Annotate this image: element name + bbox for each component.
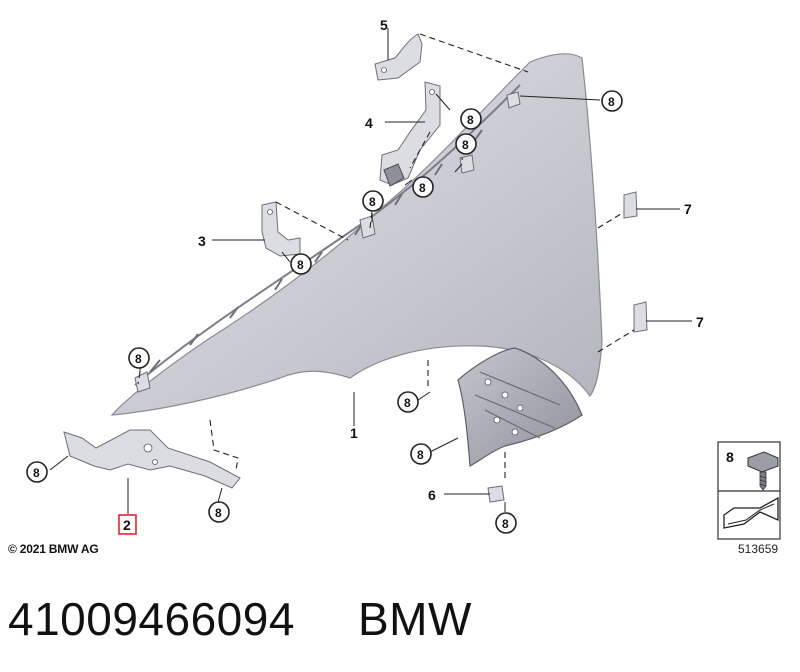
footer-part-number: 41009466094 (8, 593, 295, 645)
screw-callouts: 8 8 8 8 8 8 8 8 8 8 8 8 (26, 90, 623, 534)
part-label-7-upper: 7 (684, 201, 692, 217)
svg-text:8: 8 (33, 466, 40, 480)
clip-part-7-lower (633, 301, 648, 333)
bracket-part-2 (63, 429, 241, 489)
clip-part-6 (487, 485, 505, 503)
svg-text:8: 8 (215, 506, 222, 520)
svg-text:8: 8 (135, 352, 142, 366)
screw-callout: 8 (362, 190, 384, 212)
screw-callout: 8 (26, 461, 48, 483)
part-label-7-lower: 7 (696, 314, 704, 330)
svg-text:8: 8 (462, 138, 469, 152)
part-numbers: 5 4 3 1 2 6 7 7 (118, 17, 704, 535)
screw-callout: 8 (460, 108, 482, 130)
bracket-part-5 (374, 33, 423, 81)
wheel-arch-bracket (457, 347, 583, 467)
svg-text:8: 8 (404, 396, 411, 410)
legend-box: 8 (717, 441, 781, 540)
svg-text:8: 8 (608, 95, 615, 109)
screw-callout: 8 (495, 512, 517, 534)
diagram-id: 513659 (738, 542, 779, 556)
svg-text:8: 8 (369, 195, 376, 209)
copyright-text: © 2021 BMW AG (8, 542, 99, 556)
highlight-box-part-2 (118, 514, 137, 535)
screw-icon (747, 451, 779, 491)
part-label-1: 1 (350, 425, 358, 441)
svg-text:8: 8 (467, 113, 474, 127)
screw-callout: 8 (455, 133, 477, 155)
bracket-part-3 (261, 201, 301, 257)
screw-callout: 8 (601, 90, 623, 112)
footer-brand: BMW (358, 593, 472, 645)
arrow-icon (723, 496, 779, 529)
screw-callout: 8 (208, 501, 230, 523)
part-label-5: 5 (380, 17, 388, 33)
footer: 41009466094 BMW (0, 582, 800, 652)
part-label-2[interactable]: 2 (123, 517, 131, 533)
parts-diagram: 5 4 3 1 2 6 7 7 8 8 8 8 8 8 8 8 8 8 8 8 … (26, 17, 781, 540)
screw-callout: 8 (410, 443, 432, 465)
svg-text:8: 8 (419, 181, 426, 195)
screw-callout: 8 (412, 176, 434, 198)
clip-part-7-upper (623, 191, 638, 219)
screw-callout: 8 (290, 253, 312, 275)
svg-text:8: 8 (297, 258, 304, 272)
screw-callout: 8 (128, 347, 150, 369)
part-label-4: 4 (365, 115, 373, 131)
svg-text:8: 8 (417, 448, 424, 462)
assembly-lines (137, 33, 635, 482)
svg-text:8: 8 (502, 517, 509, 531)
screw-callout: 8 (397, 391, 419, 413)
part-label-6: 6 (428, 487, 436, 503)
part-label-3: 3 (198, 233, 206, 249)
leader-lines (49, 28, 692, 514)
legend-screw-label: 8 (726, 449, 734, 465)
bracket-part-4 (379, 81, 441, 187)
